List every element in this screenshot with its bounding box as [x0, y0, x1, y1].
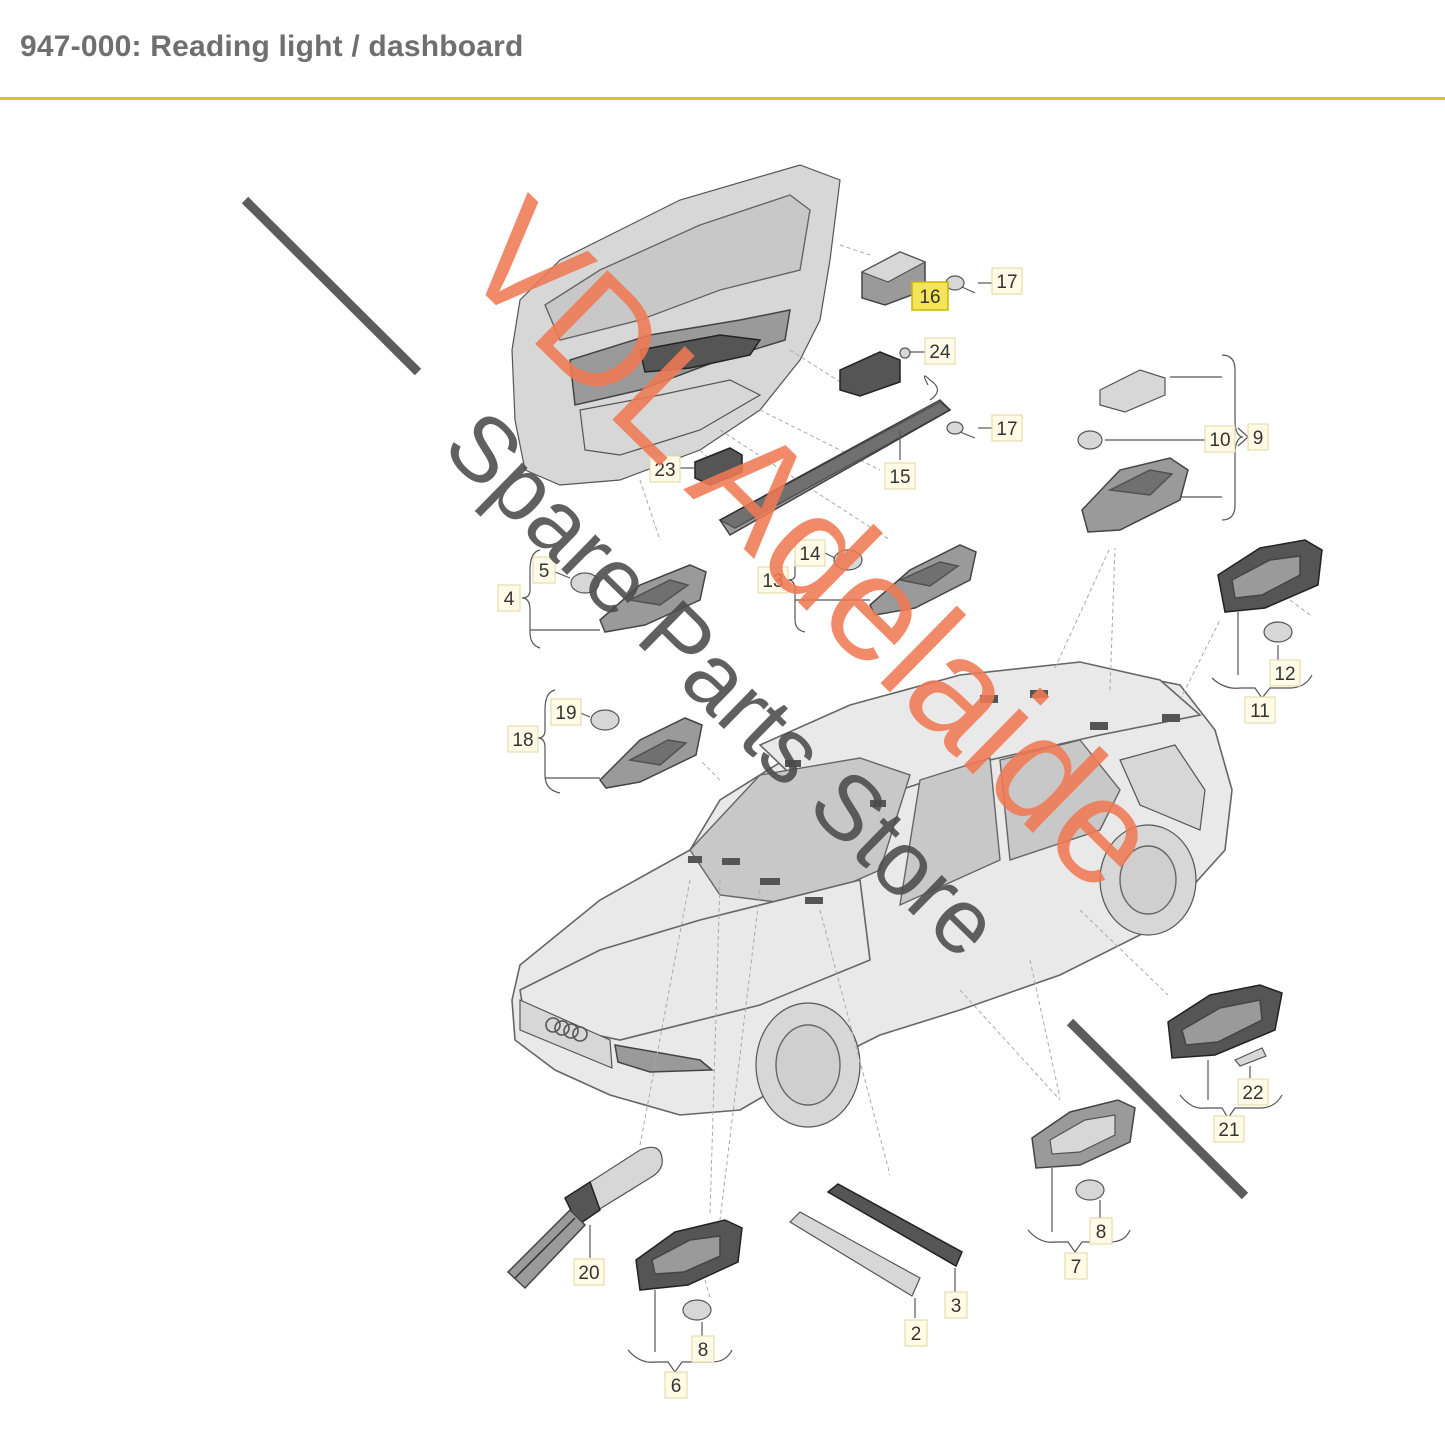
svg-text:15: 15 [889, 467, 910, 488]
part-10-lamp-housing [1077, 369, 1189, 533]
page-title: 947-000: Reading light / dashboard [20, 30, 524, 63]
door-panel [511, 164, 841, 486]
callout-8-right[interactable]: 8 [1089, 1217, 1113, 1245]
callout-17-top[interactable]: 17 [991, 267, 1023, 295]
svg-text:5: 5 [539, 561, 550, 582]
part-20-lamp [506, 1146, 663, 1290]
callout-4[interactable]: 4 [497, 584, 521, 612]
part-16-module [860, 251, 927, 306]
callout-2[interactable]: 2 [904, 1319, 928, 1347]
svg-text:11: 11 [1250, 701, 1270, 722]
svg-text:19: 19 [555, 703, 576, 724]
callout-6[interactable]: 6 [664, 1371, 688, 1399]
car-logo-rings [545, 1017, 588, 1042]
svg-text:23: 23 [654, 460, 675, 481]
callout-10[interactable]: 10 [1204, 425, 1236, 453]
part-24-switch [839, 347, 911, 397]
svg-text:10: 10 [1209, 430, 1230, 451]
part-18-lamp-housing [590, 709, 703, 789]
svg-text:17: 17 [996, 419, 1017, 440]
svg-text:6: 6 [671, 1376, 682, 1397]
callout-23[interactable]: 23 [649, 455, 681, 483]
part-7-lamp-housing [1031, 1099, 1136, 1201]
part-11-lamp-housing [1217, 539, 1323, 643]
part-13-lamp-housing [833, 544, 977, 616]
part-2-cover [789, 1211, 921, 1297]
svg-text:3: 3 [951, 1296, 962, 1317]
callout-5[interactable]: 5 [532, 556, 556, 584]
callout-20[interactable]: 20 [573, 1258, 605, 1286]
callout-7[interactable]: 7 [1064, 1252, 1088, 1280]
svg-text:7: 7 [1071, 1257, 1082, 1278]
callout-14[interactable]: 14 [794, 539, 826, 567]
callout-13[interactable]: 13 [757, 566, 789, 594]
svg-text:9: 9 [1253, 428, 1264, 449]
callout-24[interactable]: 24 [924, 337, 956, 365]
callout-22[interactable]: 22 [1237, 1078, 1269, 1106]
part-17-screw-mid [946, 421, 976, 439]
page-header: 947-000: Reading light / dashboard [0, 0, 1445, 100]
callout-16[interactable]: 16 [911, 281, 949, 311]
svg-text:22: 22 [1242, 1083, 1263, 1104]
svg-text:8: 8 [1096, 1222, 1107, 1243]
callout-17-mid[interactable]: 17 [991, 414, 1023, 442]
callout-21[interactable]: 21 [1213, 1115, 1245, 1143]
svg-text:16: 16 [919, 287, 940, 308]
callout-18[interactable]: 18 [507, 725, 539, 753]
part-21-lamp-housing [1167, 984, 1283, 1067]
svg-text:17: 17 [996, 272, 1017, 293]
callout-8-left[interactable]: 8 [691, 1335, 715, 1363]
part-4-lamp-housing [570, 564, 707, 633]
callout-12[interactable]: 12 [1269, 659, 1301, 687]
part-15-light-strip [718, 375, 952, 536]
part-17-screw-top [945, 275, 976, 294]
part-23-lamp [694, 447, 743, 486]
svg-text:12: 12 [1274, 664, 1295, 685]
callout-9[interactable]: 9 [1247, 423, 1269, 451]
callout-15[interactable]: 15 [884, 462, 916, 490]
part-3-strip [826, 1183, 963, 1268]
svg-text:8: 8 [698, 1340, 709, 1361]
callout-11[interactable]: 11 [1244, 696, 1276, 724]
svg-text:2: 2 [911, 1324, 922, 1345]
svg-text:18: 18 [512, 730, 533, 751]
callout-19[interactable]: 19 [550, 698, 582, 726]
svg-text:13: 13 [762, 571, 783, 592]
svg-text:20: 20 [578, 1263, 599, 1284]
car-body [511, 661, 1233, 1128]
callout-3[interactable]: 3 [944, 1291, 968, 1319]
svg-text:21: 21 [1218, 1120, 1239, 1141]
part-6-lamp-housing [635, 1219, 743, 1321]
svg-text:4: 4 [504, 589, 515, 610]
svg-text:24: 24 [929, 342, 951, 363]
svg-text:14: 14 [799, 544, 821, 565]
